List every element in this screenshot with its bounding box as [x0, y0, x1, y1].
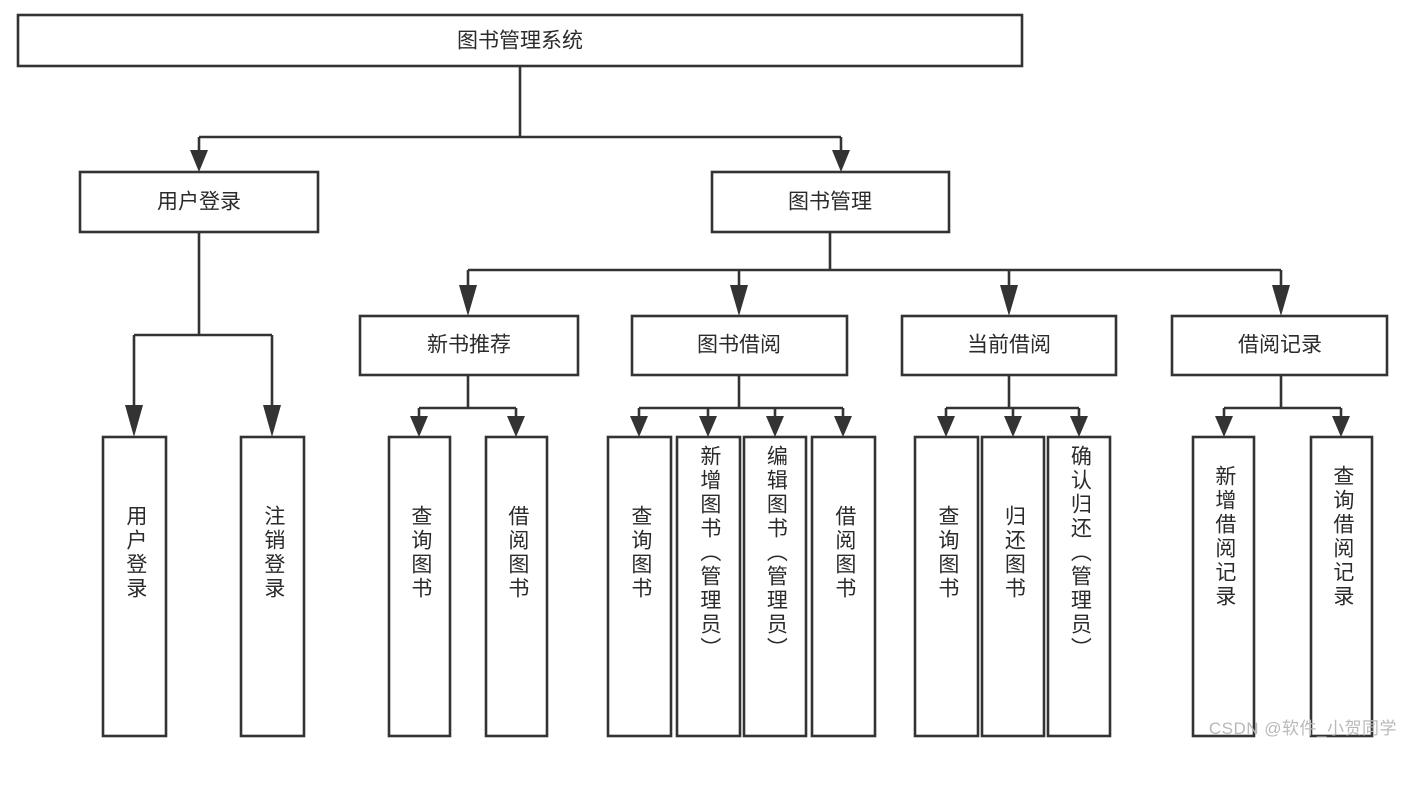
node-box-new-book-recommend[interactable] — [358, 314, 580, 377]
node-box-leaf-query-book-3[interactable] — [913, 435, 980, 738]
node-label-book-management: 图书管理 — [788, 191, 872, 214]
arrow-head-leaf-borrow-book-2 — [834, 416, 852, 437]
arrow-head-current-borrow — [1000, 285, 1018, 316]
arrow-head-user-login — [190, 150, 208, 172]
node-box-leaf-edit-book[interactable] — [742, 435, 808, 738]
arrow-head-leaf-add-record — [1215, 416, 1233, 437]
arrow-head-leaf-confirm-return — [1070, 416, 1088, 437]
node-box-leaf-borrow-book-2[interactable] — [810, 435, 877, 738]
arrow-head-leaf-query-record — [1332, 416, 1350, 437]
diagram-canvas: 图书管理系统 用户登录 图书管理 新书推荐 图书借阅 当前借阅 借阅记录 — [16, 13, 1389, 738]
node-label-root: 图书管理系统 — [457, 30, 583, 53]
arrow-head-leaf-edit-book — [766, 416, 784, 437]
node-box-book-borrow[interactable] — [630, 314, 849, 377]
node-layer: 图书管理系统 用户登录 图书管理 新书推荐 图书借阅 当前借阅 借阅记录 — [16, 13, 1389, 738]
node-box-leaf-borrow-book-1[interactable] — [484, 435, 549, 738]
arrow-head-leaf-query-book-1 — [410, 416, 428, 437]
arrow-head-borrow-record — [1272, 285, 1290, 316]
node-label-book-borrow: 图书借阅 — [697, 334, 781, 357]
arrow-head-leaf-borrow-book-1 — [507, 416, 525, 437]
node-box-leaf-add-book[interactable] — [675, 435, 742, 738]
arrow-head-new-book-recommend — [459, 285, 477, 316]
arrow-head-leaf-query-book-3 — [937, 416, 955, 437]
node-box-leaf-user-login[interactable] — [101, 435, 168, 738]
node-box-book-management[interactable] — [710, 170, 951, 234]
node-label-borrow-record: 借阅记录 — [1238, 334, 1322, 357]
node-box-current-borrow[interactable] — [900, 314, 1118, 377]
arrow-head-book-management — [832, 150, 850, 172]
watermark-text: CSDN @软件_小贺同学 — [1208, 719, 1397, 738]
arrow-head-leaf-user-login — [125, 405, 143, 437]
system-structure-diagram: 图书管理系统 用户登录 图书管理 新书推荐 图书借阅 当前借阅 借阅记录 — [16, 13, 1397, 738]
arrow-head-book-borrow — [730, 285, 748, 316]
arrow-head-leaf-add-book — [699, 416, 717, 437]
node-box-leaf-query-book-1[interactable] — [387, 435, 452, 738]
node-label-new-book-recommend: 新书推荐 — [427, 334, 511, 357]
node-box-leaf-return-book[interactable] — [980, 435, 1046, 738]
connector-layer — [125, 66, 1350, 437]
node-box-leaf-add-record[interactable] — [1191, 435, 1256, 738]
node-box-leaf-query-record[interactable] — [1309, 435, 1374, 738]
node-box-root[interactable] — [16, 13, 1024, 68]
arrow-head-leaf-query-book-2 — [630, 416, 648, 437]
node-box-borrow-record[interactable] — [1170, 314, 1389, 377]
node-box-leaf-confirm-return[interactable] — [1046, 435, 1112, 738]
node-label-user-login: 用户登录 — [157, 191, 241, 214]
node-box-user-login[interactable] — [78, 170, 320, 234]
arrow-head-leaf-logout-login — [263, 405, 281, 437]
node-box-leaf-logout-login[interactable] — [239, 435, 306, 738]
arrow-head-leaf-return-book — [1004, 416, 1022, 437]
node-box-leaf-query-book-2[interactable] — [606, 435, 673, 738]
node-label-current-borrow: 当前借阅 — [967, 334, 1051, 357]
